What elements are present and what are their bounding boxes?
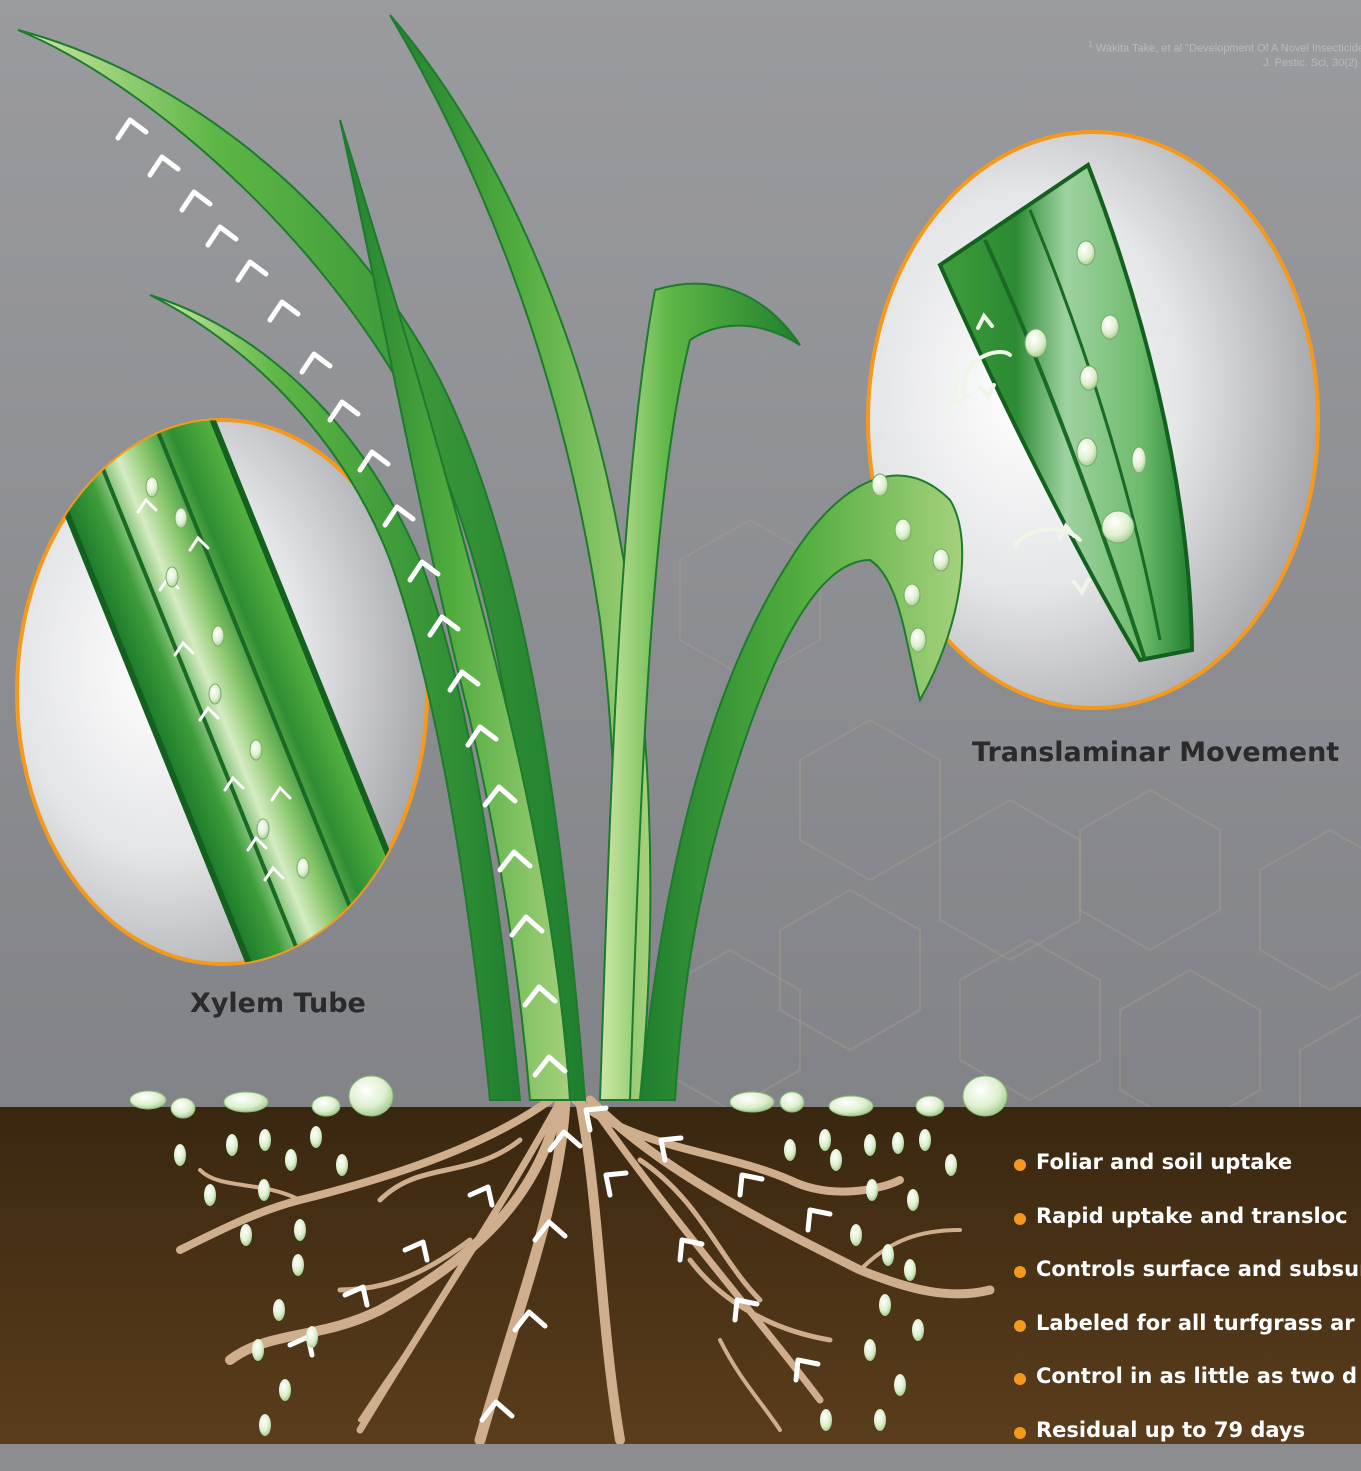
bullet-icon — [1014, 1159, 1026, 1171]
feature-item: Residual up to 79 days — [1012, 1418, 1361, 1471]
bullet-icon — [1014, 1320, 1026, 1332]
citation-line-1: Wakita Take, et al "Development Of A Nov… — [1096, 43, 1361, 55]
feature-text: Residual up to 79 days — [1036, 1418, 1305, 1442]
feature-item: Labeled for all turfgrass ar — [1012, 1311, 1361, 1365]
feature-list: Foliar and soil uptake Rapid uptake and … — [1012, 1150, 1361, 1471]
citation-line-2: J. Pestic. Sci, 30(2) 1 — [1263, 57, 1361, 69]
feature-text: Control in as little as two d — [1036, 1364, 1357, 1388]
feature-item: Rapid uptake and transloc — [1012, 1204, 1361, 1258]
feature-item: Controls surface and subsur — [1012, 1257, 1361, 1311]
translaminar-movement-label: Translaminar Movement — [972, 737, 1339, 768]
bullet-icon — [1014, 1213, 1026, 1225]
feature-item: Foliar and soil uptake — [1012, 1150, 1361, 1204]
feature-item: Control in as little as two d — [1012, 1364, 1361, 1418]
feature-text: Controls surface and subsur — [1036, 1257, 1361, 1281]
xylem-tube-label: Xylem Tube — [190, 988, 366, 1019]
feature-text: Rapid uptake and transloc — [1036, 1204, 1348, 1228]
bullet-icon — [1014, 1427, 1026, 1439]
citation-superscript: 1 — [1088, 40, 1092, 49]
bullet-icon — [1014, 1373, 1026, 1385]
feature-text: Foliar and soil uptake — [1036, 1150, 1292, 1174]
citation: 1 Wakita Take, et al "Development Of A N… — [897, 38, 1361, 70]
feature-text: Labeled for all turfgrass ar — [1036, 1311, 1355, 1335]
bullet-icon — [1014, 1266, 1026, 1278]
